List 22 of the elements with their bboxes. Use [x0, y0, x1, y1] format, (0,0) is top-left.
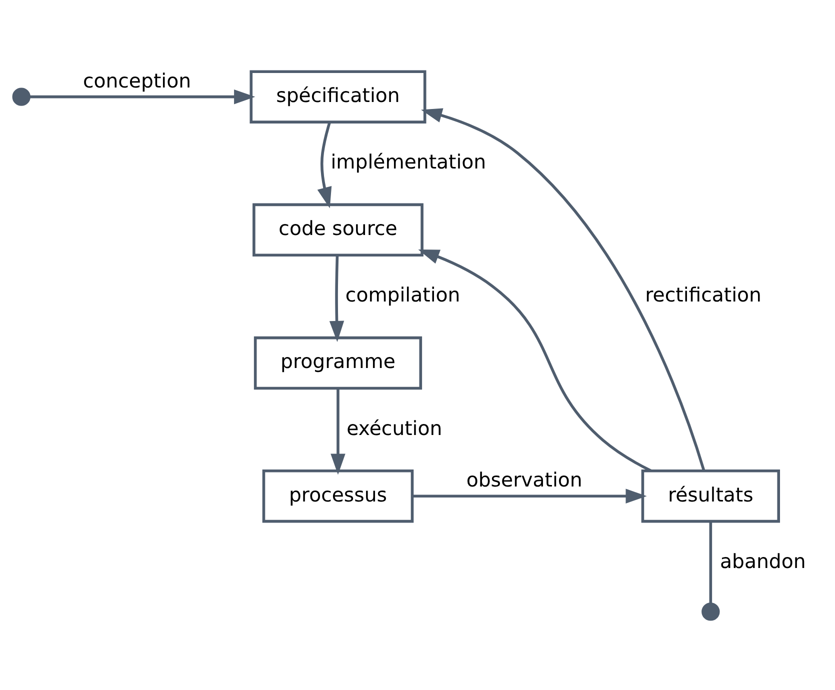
node-circle	[12, 87, 30, 106]
edge-label: implémentation	[330, 150, 486, 174]
node-box: code source	[252, 202, 424, 256]
edge-label: exécution	[346, 416, 442, 440]
edge-label: rectification	[645, 283, 762, 306]
arrow	[418, 248, 652, 472]
edge-label: compilation	[345, 283, 460, 306]
node-box: processus	[262, 469, 414, 522]
node-circle	[702, 602, 720, 620]
arrow	[329, 254, 344, 342]
node-box: résultats	[641, 469, 780, 522]
connector	[709, 520, 712, 604]
arrow	[421, 108, 706, 471]
arrow	[330, 388, 346, 474]
edge-label: conception	[82, 68, 192, 92]
arrow	[317, 122, 332, 208]
node-box: spécification	[250, 70, 426, 123]
arrow	[29, 88, 256, 104]
edge-label: observation	[466, 468, 582, 492]
arrow	[412, 488, 647, 503]
edge-label: abandon	[720, 549, 806, 572]
node-box: programme	[254, 336, 422, 390]
